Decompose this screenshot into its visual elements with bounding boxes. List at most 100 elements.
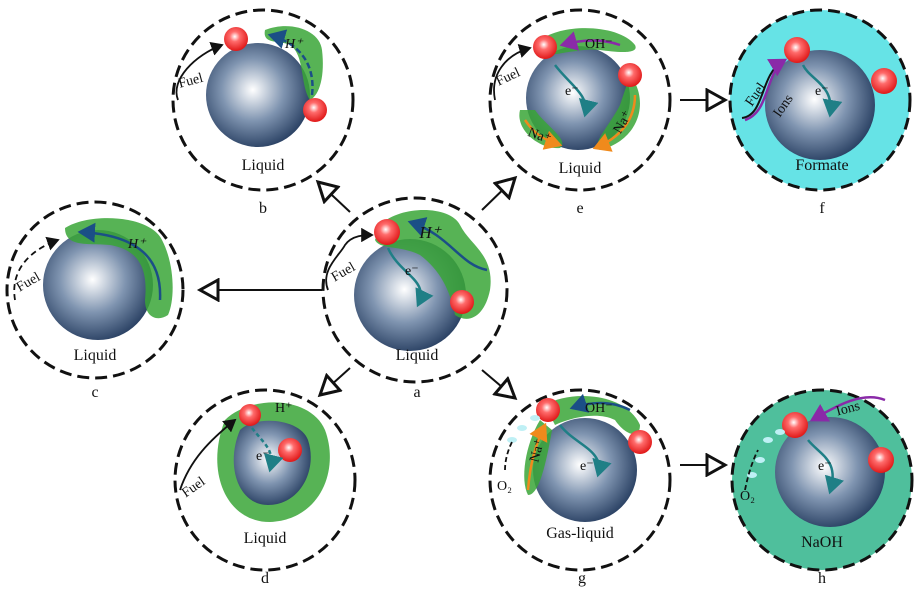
ion-label: H⁺ (418, 223, 442, 242)
catalyst-particle (450, 290, 474, 314)
ion-path-arrow (267, 29, 314, 96)
electron-path-arrow (807, 439, 845, 495)
phase-label: Liquid (242, 157, 285, 174)
phase-label: NaOH (801, 534, 843, 551)
oxygen-bubbles (504, 415, 540, 471)
ion-path-arrow (407, 217, 488, 272)
oxygen-bubble (517, 425, 527, 431)
phase-label: Formate (795, 157, 848, 174)
fuel-path-arrow (493, 43, 532, 101)
panel-letter: a (413, 384, 420, 401)
phase-label: Liquid (559, 160, 602, 177)
ion-label: H⁺ (275, 401, 293, 416)
phase-label: Liquid (396, 347, 439, 364)
panel-letter: h (818, 570, 826, 587)
panel-letter: g (578, 570, 586, 587)
oxygen-bubbles (744, 429, 785, 491)
panel-d: Fuel H⁺ e⁻ Liquid d (173, 388, 357, 587)
fuel-path-arrow (325, 227, 374, 291)
catalyst-particle (303, 98, 327, 122)
catalyst-particle (868, 447, 894, 473)
gas-label: O₂ (497, 479, 512, 494)
panel-f: Fuel Ions e⁻ Formate f (728, 8, 912, 217)
cation-path-arrow (523, 119, 563, 150)
hydroxide-path-arrow (569, 393, 631, 413)
electron-path-arrow (554, 64, 599, 118)
electron-label: e⁻ (580, 459, 594, 474)
catalyst-particle (784, 37, 810, 63)
phase-label: Gas-liquid (546, 525, 614, 542)
fuel-path-arrow (179, 418, 237, 491)
panel-letter: b (259, 200, 267, 217)
ionomer-film (597, 75, 640, 150)
catalyst-particle (278, 438, 302, 462)
oxygen-bubble (530, 415, 540, 421)
panel-a: Fuel H⁺ e⁻ Liquid a (321, 196, 509, 401)
arrow-a-to-g (481, 369, 515, 398)
ion-label: OH⁻ (585, 401, 613, 416)
fuel-label: Fuel (177, 71, 205, 92)
ions-label: Ions (834, 399, 861, 420)
panel-letter: d (261, 570, 269, 587)
fuel-path-arrow (13, 236, 60, 301)
electron-path-arrow (801, 64, 843, 118)
catalyst-particle (871, 68, 897, 94)
ion-label: OH⁻ (585, 37, 613, 52)
panel-letter: e (576, 200, 583, 217)
ion-label: H⁺ (284, 37, 304, 52)
ion-label: H⁺ (127, 237, 147, 252)
oxygen-bubble (507, 437, 517, 443)
oxygen-bubble (775, 429, 785, 435)
phase-label: Liquid (74, 347, 117, 364)
ionomer-film (264, 26, 323, 101)
electron-path-arrow (559, 424, 612, 478)
gas-label: O₂ (740, 489, 755, 504)
arrow-a-to-b (318, 182, 351, 213)
catalyst-particle (533, 35, 557, 59)
electron-path-arrow (251, 427, 284, 473)
arrow-a-to-e (481, 178, 515, 211)
electron-label: e⁻ (815, 84, 829, 99)
electron-label: e⁻ (818, 459, 832, 474)
catalyst-particle (536, 398, 560, 422)
catalyst-particle (224, 27, 248, 51)
support-sphere (206, 43, 310, 147)
support-sphere (526, 46, 630, 150)
hydroxide-path-arrow (559, 31, 621, 51)
catalyst-particle (782, 412, 808, 438)
support-sphere (765, 50, 875, 160)
electron-label: e⁻ (256, 449, 270, 464)
catalyst-particle (628, 430, 652, 454)
panel-letter: f (819, 200, 825, 217)
arrow-a-to-d (320, 367, 351, 395)
ions-path-arrow (809, 396, 886, 422)
ionomer-film (65, 218, 173, 319)
panel-b: Fuel H⁺ Liquid b (171, 8, 355, 217)
panel-g: O₂ Na⁺ OH⁻ e⁻ Gas-liquid g (488, 388, 672, 587)
flow-arrows (200, 100, 725, 465)
oxygen-bubble (763, 437, 773, 443)
support-sphere (43, 230, 153, 340)
electron-path-arrow (386, 247, 434, 308)
panel-e: Fuel OH⁻ e⁻ Na⁺ Na⁺ Liquid e (488, 8, 672, 217)
fuel-path-arrow (175, 42, 224, 101)
support-sphere (533, 418, 637, 522)
cation-path-arrow (592, 94, 637, 152)
oxygen-path (744, 449, 759, 491)
ions-path-arrow (744, 58, 788, 122)
cation-label: Na⁺ (527, 437, 548, 464)
panel-c: Fuel H⁺ Liquid c (5, 200, 185, 401)
cation-path-arrow (526, 422, 548, 491)
catalyst-particle (374, 219, 400, 245)
catalyst-particle (239, 404, 261, 426)
panel-h: Ions O₂ e⁻ NaOH h (730, 388, 914, 587)
oxygen-path (504, 441, 513, 471)
catalyst-particle (618, 63, 642, 87)
oxygen-bubble (755, 457, 765, 463)
panel-letter: c (91, 384, 98, 401)
electron-label: e⁻ (405, 264, 419, 279)
support-sphere (775, 417, 885, 527)
ion-path-arrow (77, 222, 162, 301)
electron-label: e⁻ (565, 84, 579, 99)
